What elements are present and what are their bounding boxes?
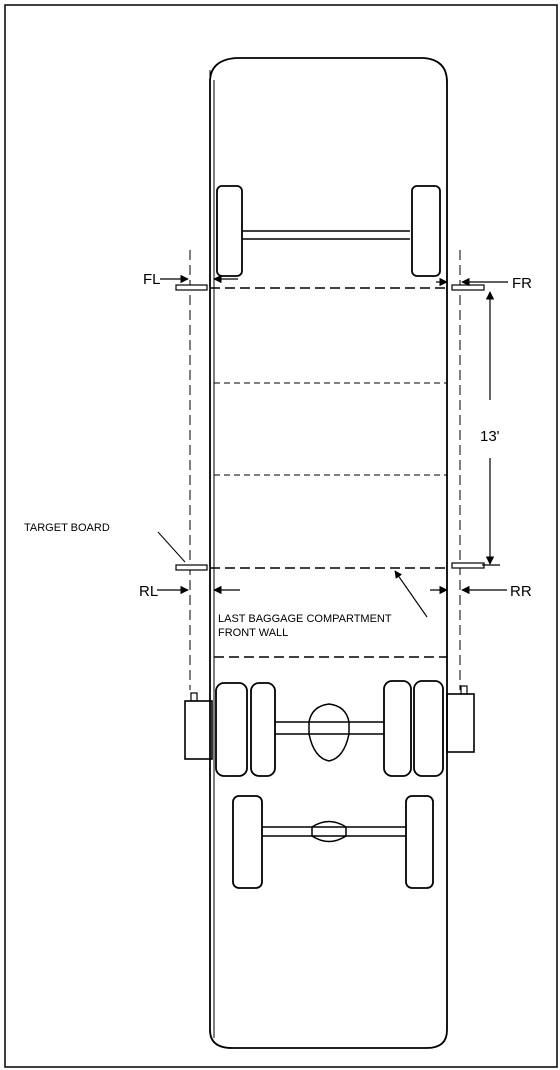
page-frame [4,4,558,1068]
reference-lines [189,70,461,690]
label-distance: 13' [480,428,500,445]
tag-axle [232,795,434,889]
rear-drive-axle [215,680,444,777]
target-board-front-right [451,284,485,291]
label-rl: RL [139,583,158,600]
bus-body-outline [209,57,448,1049]
dimension-13ft [482,291,500,566]
rear-left-block [184,692,213,760]
target-board-rear-right [451,562,485,569]
label-rr: RR [510,583,532,600]
label-target-board: TARGET BOARD [24,522,110,534]
label-compartment-line1: LAST BAGGAGE COMPARTMENT [218,613,392,625]
target-board-rear-left [175,564,208,571]
target-board-leader [157,531,186,563]
label-compartment-line2: FRONT WALL [218,627,288,639]
label-fl: FL [143,271,161,288]
target-board-front-left [175,284,208,291]
label-fr: FR [512,275,532,292]
compartment-leader [394,570,428,618]
front-axle [216,185,441,277]
rear-right-block [446,685,475,753]
